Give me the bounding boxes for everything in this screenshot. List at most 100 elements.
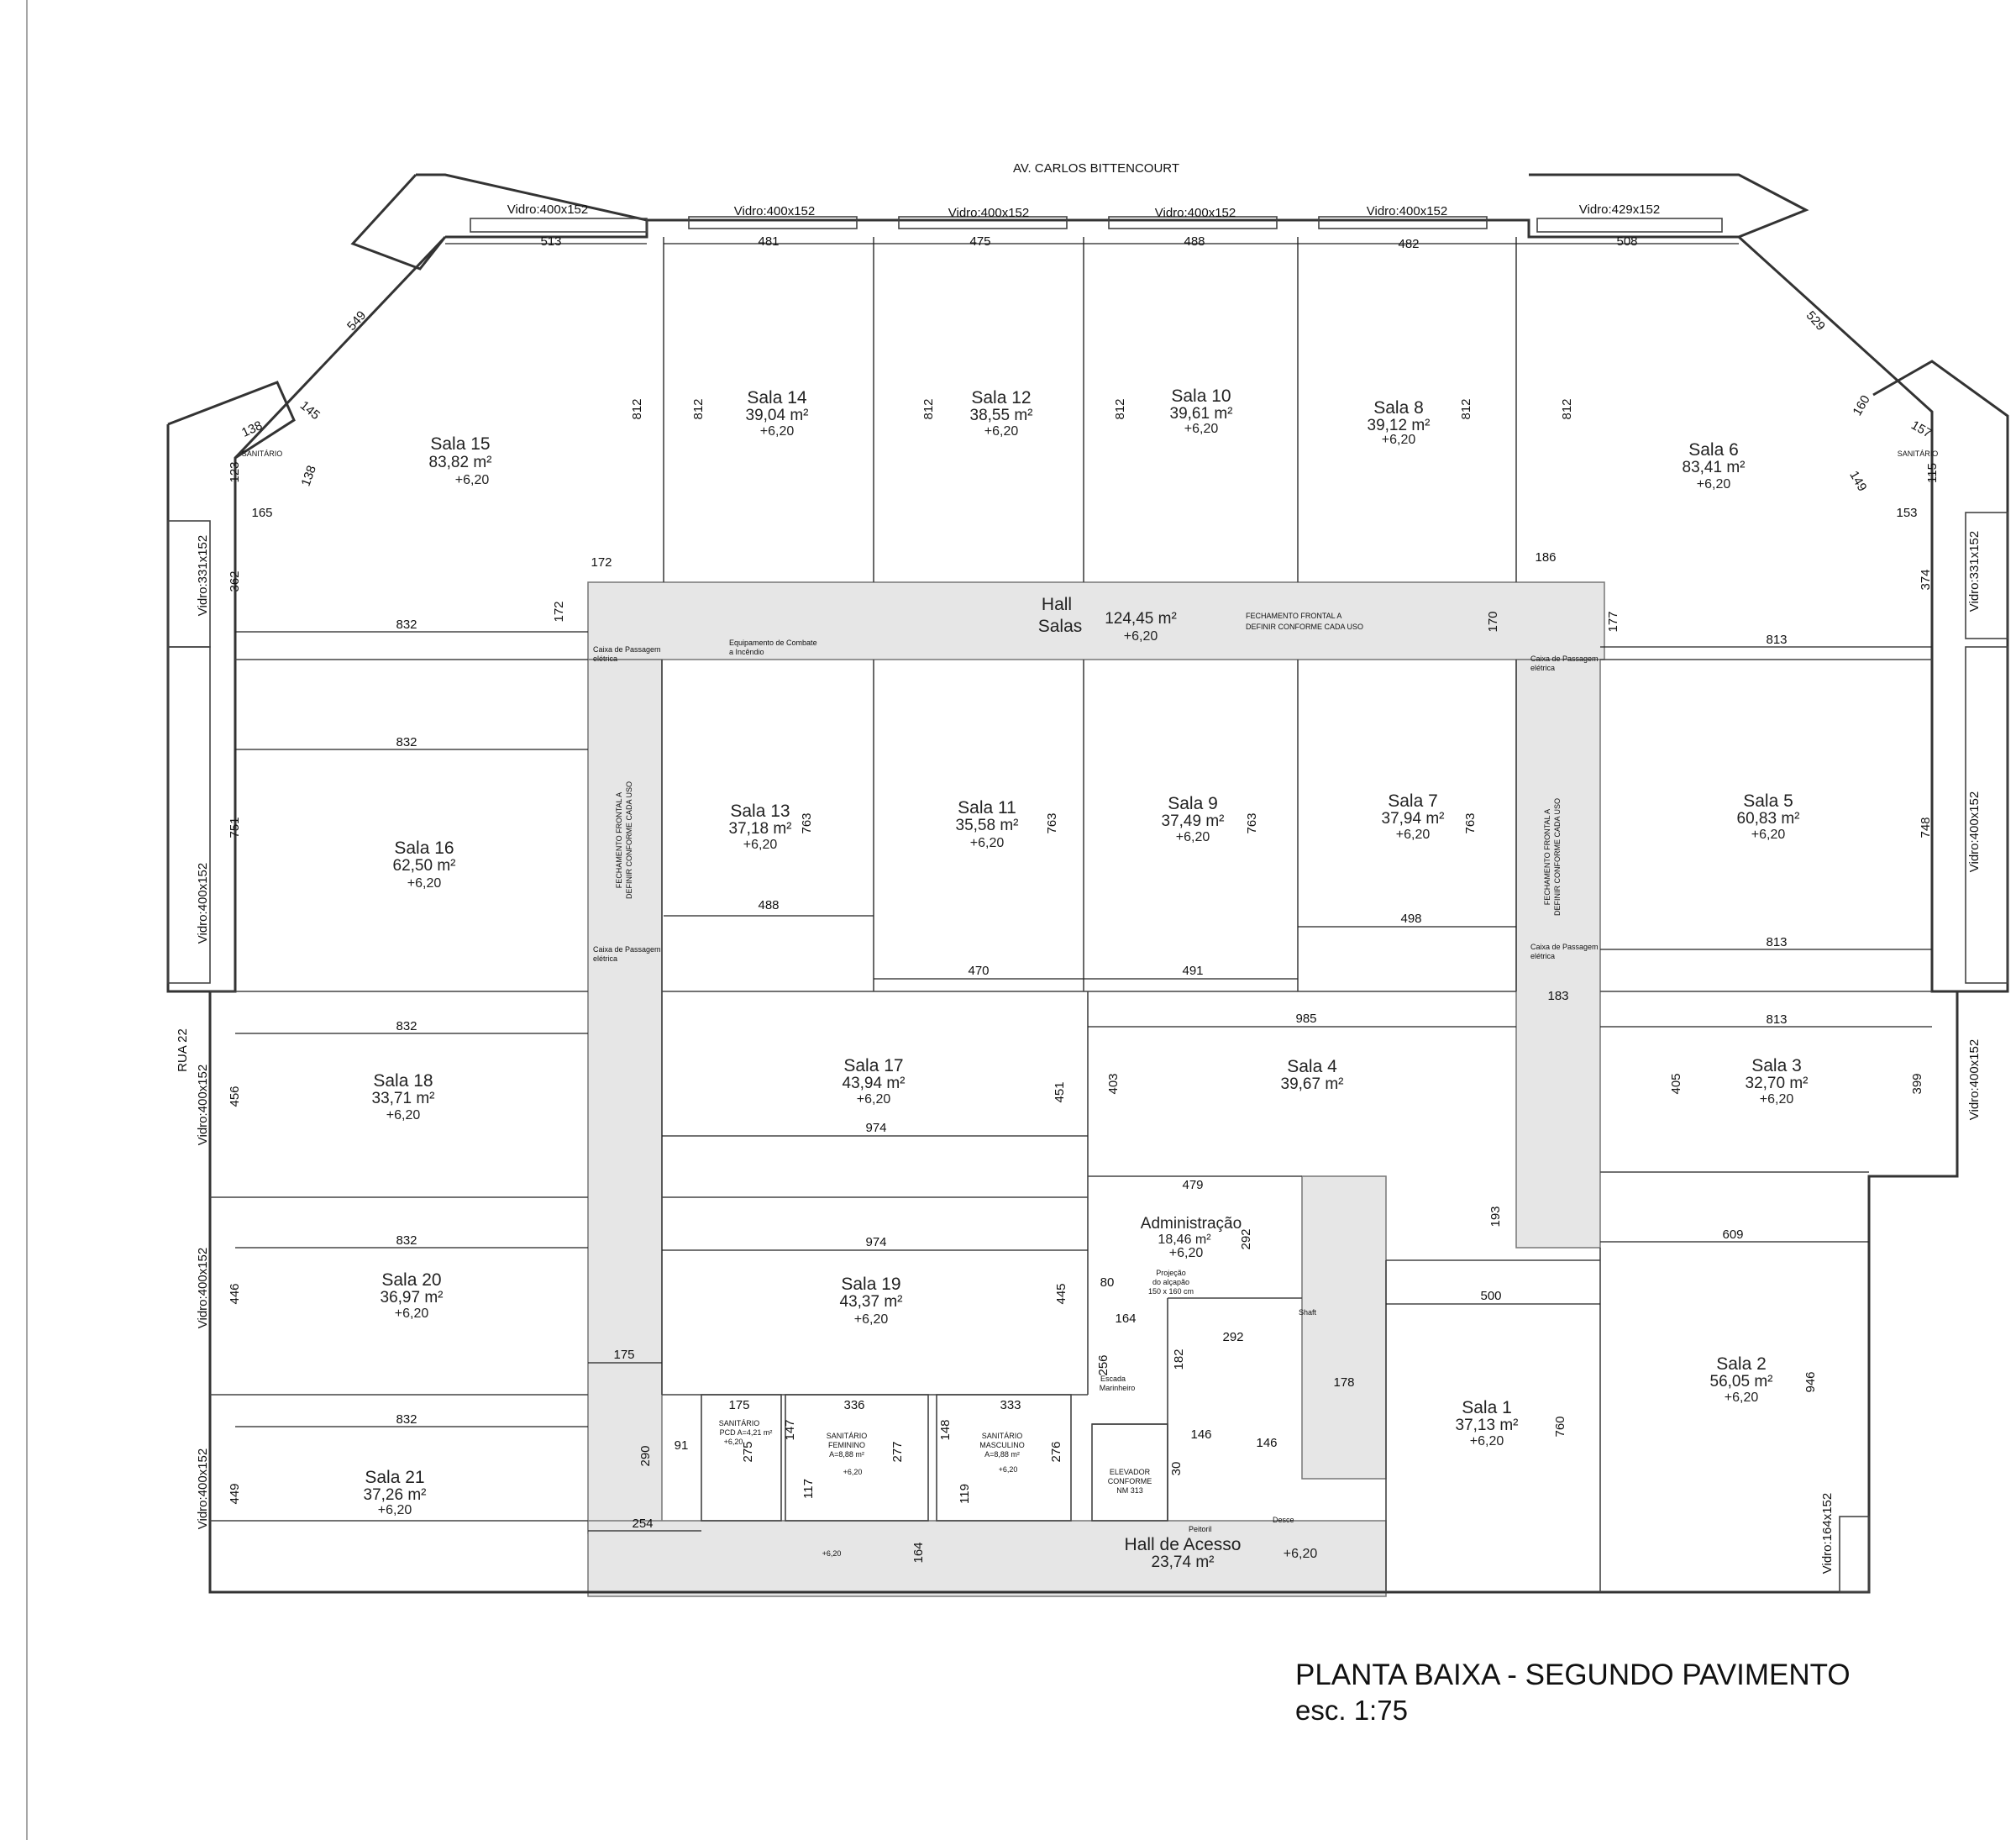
svg-text:Escada: Escada <box>1100 1375 1126 1383</box>
svg-text:812: 812 <box>1113 398 1127 419</box>
svg-text:Sala 7: Sala 7 <box>1388 791 1438 811</box>
svg-text:+6,20: +6,20 <box>822 1549 842 1558</box>
svg-text:Sala 8: Sala 8 <box>1373 398 1424 418</box>
svg-text:488: 488 <box>758 898 779 912</box>
svg-text:Sala 18: Sala 18 <box>373 1071 433 1091</box>
svg-text:115: 115 <box>1925 463 1940 483</box>
svg-text:292: 292 <box>1239 1228 1253 1249</box>
svg-text:182: 182 <box>1172 1348 1186 1369</box>
room-sala-18: Sala 18 33,71 m² +6,20 <box>372 1071 435 1122</box>
left-corridor <box>587 659 663 1534</box>
svg-text:SANITÁRIO: SANITÁRIO <box>827 1432 868 1440</box>
svg-text:A=8,88 m²: A=8,88 m² <box>984 1450 1020 1459</box>
svg-text:147: 147 <box>783 1419 797 1440</box>
room-sala-16: Sala 16 62,50 m² +6,20 <box>393 839 456 891</box>
svg-text:763: 763 <box>1463 812 1478 833</box>
window-label: Vidro:164x152 <box>1820 1493 1835 1574</box>
svg-text:Sala 10: Sala 10 <box>1171 386 1231 406</box>
window-label: Vidro:400x152 <box>734 204 815 218</box>
svg-text:Salas: Salas <box>1038 617 1083 636</box>
svg-text:+6,20: +6,20 <box>1184 422 1219 436</box>
svg-text:83,41 m²: 83,41 m² <box>1683 459 1746 476</box>
svg-text:374: 374 <box>1919 569 1933 590</box>
svg-text:813: 813 <box>1766 1012 1787 1027</box>
svg-text:CONFORME: CONFORME <box>1108 1477 1152 1485</box>
svg-text:974: 974 <box>865 1121 886 1135</box>
room-sala-1: Sala 1 37,13 m² +6,20 <box>1456 1398 1519 1448</box>
svg-text:a Incêndio: a Incêndio <box>729 648 764 656</box>
svg-text:153: 153 <box>1896 506 1917 520</box>
svg-text:Sala 15: Sala 15 <box>430 434 490 454</box>
room-sala-13: Sala 13 37,18 m² +6,20 <box>729 802 792 852</box>
svg-text:Sala 4: Sala 4 <box>1287 1057 1337 1076</box>
svg-text:18,46 m²: 18,46 m² <box>1158 1233 1211 1247</box>
svg-text:Sala 20: Sala 20 <box>381 1270 441 1290</box>
svg-text:SANITÁRIO: SANITÁRIO <box>242 449 283 458</box>
svg-text:Sala 6: Sala 6 <box>1688 440 1739 460</box>
svg-text:Caixa de Passagem: Caixa de Passagem <box>593 945 661 954</box>
svg-text:832: 832 <box>396 1019 417 1033</box>
svg-text:+6,20: +6,20 <box>1725 1391 1759 1405</box>
svg-text:Caixa de Passagem: Caixa de Passagem <box>593 645 661 654</box>
svg-text:elétrica: elétrica <box>1530 664 1555 672</box>
svg-text:+6,20: +6,20 <box>1751 828 1786 842</box>
svg-text:Sala 9: Sala 9 <box>1168 794 1218 813</box>
svg-text:33,71 m²: 33,71 m² <box>372 1090 435 1107</box>
svg-text:475: 475 <box>969 234 990 249</box>
svg-text:193: 193 <box>1488 1206 1503 1227</box>
hall-acesso-floor <box>587 1520 1387 1597</box>
svg-text:470: 470 <box>968 964 989 978</box>
room-sala-12: Sala 12 38,55 m² +6,20 <box>970 388 1033 439</box>
room-hall-de-acesso: Hall de Acesso 23,74 m² +6,20 <box>1125 1535 1318 1571</box>
room-sala-2: Sala 2 56,05 m² +6,20 <box>1710 1354 1773 1405</box>
window-label: Vidro:400x152 <box>196 1448 210 1529</box>
svg-text:513: 513 <box>540 234 561 249</box>
room-sala-9: Sala 9 37,49 m² +6,20 <box>1162 794 1225 844</box>
svg-text:Hall: Hall <box>1042 595 1072 614</box>
svg-text:Sala 14: Sala 14 <box>747 388 807 407</box>
svg-text:elétrica: elétrica <box>593 954 617 963</box>
svg-text:138: 138 <box>299 464 320 488</box>
svg-text:+6,20: +6,20 <box>1124 629 1158 644</box>
svg-text:832: 832 <box>396 1412 417 1427</box>
svg-text:172: 172 <box>552 601 566 622</box>
svg-text:+6,20: +6,20 <box>854 1312 889 1327</box>
svg-text:451: 451 <box>1053 1081 1067 1102</box>
svg-text:405: 405 <box>1669 1073 1683 1094</box>
svg-text:119: 119 <box>958 1484 972 1504</box>
window-label: Vidro:400x152 <box>1155 206 1236 220</box>
plan-scale: esc. 1:75 <box>1295 1695 1408 1726</box>
room-sala-21: Sala 21 37,26 m² +6,20 <box>364 1468 427 1517</box>
dimension-lines <box>235 243 1932 1532</box>
svg-text:508: 508 <box>1616 234 1637 249</box>
svg-text:164: 164 <box>1115 1312 1136 1326</box>
room-sala-4: Sala 4 39,67 m² <box>1281 1057 1344 1093</box>
svg-text:Marinheiro: Marinheiro <box>1100 1384 1136 1392</box>
svg-text:172: 172 <box>591 555 612 570</box>
svg-text:DEFINIR CONFORME CADA USO: DEFINIR CONFORME CADA USO <box>1553 798 1562 916</box>
left-window-labels: Vidro:331x152 Vidro:400x152 Vidro:400x15… <box>196 535 210 1529</box>
svg-text:760: 760 <box>1553 1416 1567 1437</box>
svg-text:748: 748 <box>1919 817 1933 838</box>
svg-text:Equipamento de Combate: Equipamento de Combate <box>729 639 817 647</box>
plan-title: PLANTA BAIXA - SEGUNDO PAVIMENTO <box>1295 1659 1851 1691</box>
svg-text:+6,20: +6,20 <box>395 1306 429 1321</box>
svg-text:290: 290 <box>638 1445 653 1466</box>
room-sala-20: Sala 20 36,97 m² +6,20 <box>381 1270 444 1321</box>
svg-text:Projeção: Projeção <box>1156 1269 1186 1277</box>
room-sala-3: Sala 3 32,70 m² +6,20 <box>1746 1056 1809 1107</box>
svg-text:+6,20: +6,20 <box>1176 830 1210 844</box>
svg-text:Sala 5: Sala 5 <box>1743 791 1793 811</box>
svg-text:449: 449 <box>228 1483 242 1504</box>
svg-text:+6,20: +6,20 <box>970 836 1005 850</box>
svg-text:124,45 m²: 124,45 m² <box>1105 610 1177 628</box>
street-top-label: AV. CARLOS BITTENCOURT <box>1013 161 1179 176</box>
svg-text:Caixa de Passagem: Caixa de Passagem <box>1530 655 1599 663</box>
svg-text:362: 362 <box>228 570 242 591</box>
svg-text:+6,20: +6,20 <box>743 838 778 852</box>
window-label: Vidro:400x152 <box>1367 204 1447 218</box>
svg-text:+6,20: +6,20 <box>999 1465 1018 1474</box>
svg-text:178: 178 <box>1333 1375 1354 1390</box>
svg-text:DEFINIR CONFORME CADA USO: DEFINIR CONFORME CADA USO <box>625 781 633 899</box>
svg-text:35,58 m²: 35,58 m² <box>956 817 1019 834</box>
